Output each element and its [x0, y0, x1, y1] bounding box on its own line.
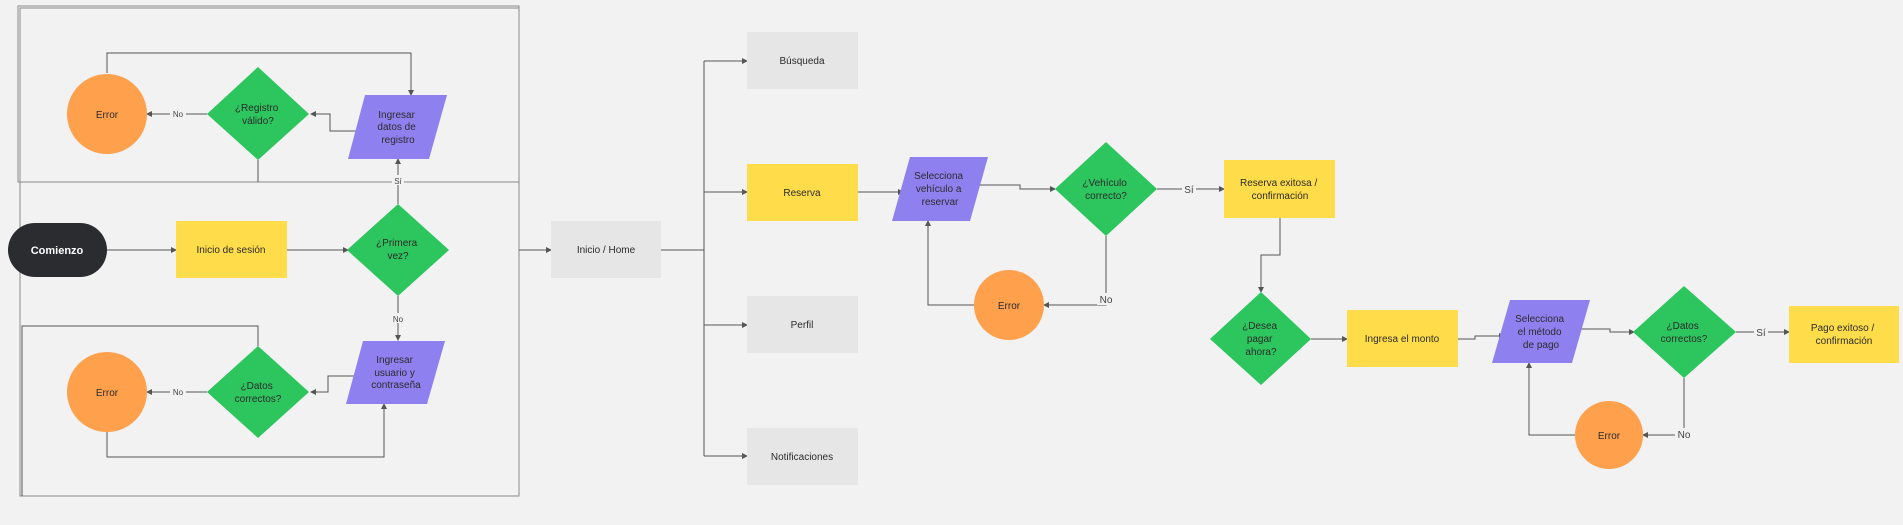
- edge-vehicleerror-loop: [925, 220, 975, 306]
- node-vehicle-ok[interactable]: ¿Vehículo correcto?: [1055, 142, 1157, 236]
- node-enter-amount[interactable]: Ingresa el monto: [1347, 310, 1458, 367]
- node-payment-success-label: Pago exitoso / confirmación: [1811, 323, 1877, 347]
- node-register-valid-label: ¿Registro válido?: [235, 103, 281, 127]
- node-login-error-label: Error: [96, 388, 119, 399]
- node-search[interactable]: Búsqueda: [747, 32, 858, 89]
- edge-label-no: No: [173, 110, 184, 119]
- node-register-input-label: Ingresar datos de registro: [377, 110, 418, 146]
- node-login-error[interactable]: Error: [67, 352, 147, 432]
- node-notifications[interactable]: Notificaciones: [747, 428, 858, 485]
- edge-vehiclecheck-error: [1043, 236, 1107, 308]
- node-login[interactable]: Inicio de sesión: [176, 221, 287, 278]
- node-first-time[interactable]: ¿Primera vez?: [347, 204, 449, 296]
- node-login-valid[interactable]: ¿Datos correctos?: [207, 346, 309, 438]
- edge-loginvalid-frame: [21, 325, 259, 496]
- node-payment-success[interactable]: Pago exitoso / confirmación: [1789, 306, 1899, 363]
- node-pay-now[interactable]: ¿Desea pagar ahora?: [1210, 292, 1311, 385]
- edge-paymentcheck-error: [1642, 378, 1685, 438]
- node-search-label: Búsqueda: [779, 56, 824, 67]
- node-login-input-label: Ingresar usuario y contraseña: [371, 355, 421, 391]
- node-login-label: Inicio de sesión: [197, 245, 266, 256]
- node-payment-error[interactable]: Error: [1575, 401, 1643, 469]
- node-login-valid-label: ¿Datos correctos?: [235, 381, 282, 405]
- edge-payment-check: [1577, 328, 1635, 335]
- node-home[interactable]: Inicio / Home: [551, 221, 661, 278]
- node-start-label: Comienzo: [31, 245, 84, 257]
- edge-logininput-valid: [310, 375, 360, 395]
- edge-amount-payment: [1458, 333, 1505, 340]
- node-profile[interactable]: Perfil: [747, 296, 858, 353]
- node-register-input[interactable]: Ingresar datos de registro: [348, 95, 447, 159]
- edge-label-yes: Sí: [1756, 328, 1766, 339]
- edge-label-no: No: [1100, 295, 1113, 306]
- node-payment-ok[interactable]: ¿Datos correctos?: [1633, 286, 1736, 378]
- node-select-vehicle-label: Selecciona vehículo a reservar: [914, 171, 966, 208]
- node-vehicle-error-label: Error: [998, 301, 1021, 312]
- edge-label-no: No: [1678, 430, 1691, 441]
- edge-registererror-loop: [106, 52, 414, 96]
- node-vehicle-error[interactable]: Error: [974, 270, 1044, 340]
- edge-success-paynow: [1258, 218, 1281, 293]
- node-select-vehicle[interactable]: Selecciona vehículo a reservar: [892, 157, 988, 221]
- node-select-payment-label: Selecciona el método de pago: [1515, 314, 1567, 351]
- node-first-time-label: ¿Primera vez?: [376, 238, 420, 262]
- node-booking-label: Reserva: [783, 188, 821, 199]
- edge-paymenterror-loop: [1526, 362, 1575, 436]
- node-home-label: Inicio / Home: [577, 245, 636, 256]
- node-booking-success-label: Reserva exitosa / confirmación: [1240, 178, 1320, 202]
- node-booking[interactable]: Reserva: [747, 164, 858, 221]
- node-register-valid[interactable]: ¿Registro válido?: [207, 67, 309, 160]
- node-select-payment[interactable]: Selecciona el método de pago: [1492, 300, 1590, 363]
- edge-label-no: No: [393, 315, 404, 324]
- edge-label-yes: Sí: [394, 177, 402, 186]
- node-register-error-label: Error: [96, 110, 119, 121]
- edge-label-yes: Sí: [1184, 185, 1194, 196]
- edge-register-valid: [310, 111, 362, 132]
- node-payment-ok-label: ¿Datos correctos?: [1661, 321, 1708, 345]
- node-register-error[interactable]: Error: [67, 74, 147, 154]
- node-start[interactable]: Comienzo: [8, 223, 107, 277]
- edge-labels: Sí No No No Sí No Sí No: [170, 109, 1768, 441]
- node-notifications-label: Notificaciones: [771, 452, 833, 463]
- edge-vehicle-check: [976, 184, 1056, 192]
- node-payment-error-label: Error: [1598, 431, 1621, 442]
- node-enter-amount-label: Ingresa el monto: [1365, 334, 1440, 345]
- edge-loginerror-loop: [106, 403, 387, 458]
- edge-label-no: No: [173, 388, 184, 397]
- node-vehicle-ok-label: ¿Vehículo correcto?: [1082, 178, 1129, 202]
- node-profile-label: Perfil: [791, 320, 814, 331]
- node-login-input[interactable]: Ingresar usuario y contraseña: [346, 341, 445, 404]
- node-booking-success[interactable]: Reserva exitosa / confirmación: [1224, 160, 1335, 218]
- node-pay-now-label: ¿Desea pagar ahora?: [1242, 321, 1280, 358]
